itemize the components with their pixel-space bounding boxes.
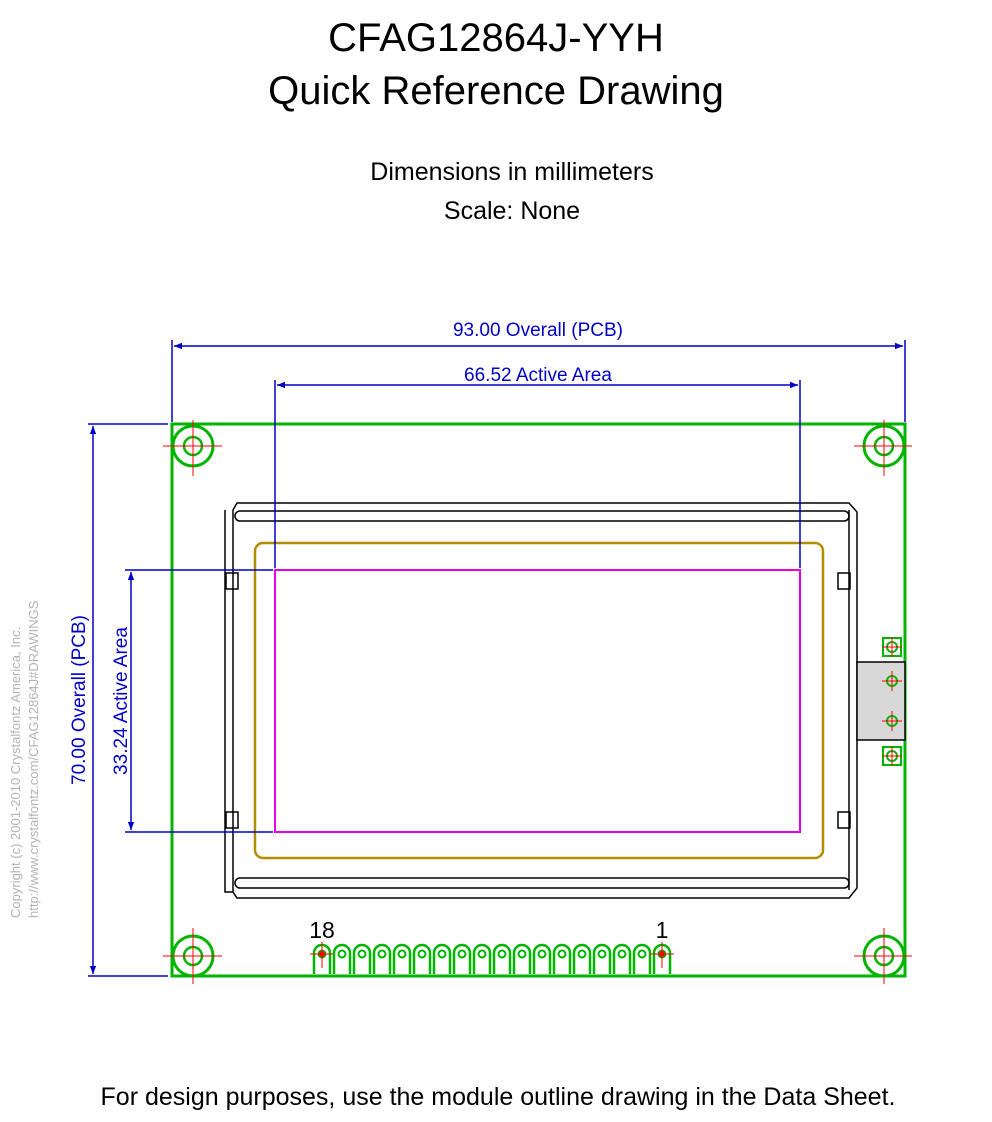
dimension-active-height bbox=[125, 569, 273, 833]
header-pin bbox=[372, 943, 392, 974]
copyright-line-2: http://www.crystalfontz.com/CFAG12864J#D… bbox=[26, 600, 41, 918]
header-pin bbox=[512, 943, 532, 974]
header-pin bbox=[532, 943, 552, 974]
mounting-hole bbox=[854, 928, 912, 984]
header-pin bbox=[572, 943, 592, 974]
pcb-outline bbox=[170, 422, 907, 978]
viewing-area bbox=[253, 541, 825, 860]
header-pin bbox=[332, 943, 352, 974]
pin-first-label: 18 bbox=[309, 917, 335, 943]
dimension-overall-height bbox=[88, 423, 168, 977]
copyright-notice: Copyright (c) 2001-2010 Crystalfontz Ame… bbox=[8, 600, 41, 918]
part-number-title: CFAG12864J-YYH bbox=[328, 16, 664, 60]
mounting-hole bbox=[163, 928, 222, 984]
copyright-line-1: Copyright (c) 2001-2010 Crystalfontz Ame… bbox=[8, 627, 23, 918]
dimension-overall-width bbox=[171, 340, 906, 422]
backlight-connector bbox=[856, 637, 906, 766]
header-pin bbox=[492, 943, 512, 974]
overall-height-label: 70.00 Overall (PCB) bbox=[69, 615, 90, 785]
mounting-hole bbox=[163, 420, 222, 476]
header-pin bbox=[310, 942, 334, 974]
dimension-active-width bbox=[274, 380, 801, 568]
bezel bbox=[224, 502, 858, 899]
drawing-title: Quick Reference Drawing bbox=[268, 69, 724, 113]
header-pin bbox=[352, 943, 372, 974]
mounting-hole bbox=[854, 420, 912, 476]
header-pin bbox=[632, 943, 652, 974]
active-area bbox=[274, 569, 801, 833]
header-pin bbox=[650, 942, 674, 974]
pin-last-label: 1 bbox=[656, 917, 669, 943]
header-pin bbox=[612, 943, 632, 974]
overall-width-label: 93.00 Overall (PCB) bbox=[453, 320, 623, 341]
active-width-label: 66.52 Active Area bbox=[464, 365, 612, 386]
header-pin bbox=[432, 943, 452, 974]
header-pin bbox=[472, 943, 492, 974]
header-pin bbox=[412, 943, 432, 974]
units-note: Dimensions in millimeters bbox=[370, 158, 654, 186]
scale-note: Scale: None bbox=[443, 197, 581, 225]
header-pin bbox=[392, 943, 412, 974]
active-height-label: 33.24 Active Area bbox=[111, 627, 132, 775]
header-pin bbox=[592, 943, 612, 974]
header-pin bbox=[452, 943, 472, 974]
footer-note: For design purposes, use the module outl… bbox=[100, 1083, 896, 1111]
mounting-holes bbox=[163, 420, 912, 984]
header-pin bbox=[552, 943, 572, 974]
pin-header bbox=[310, 942, 674, 974]
